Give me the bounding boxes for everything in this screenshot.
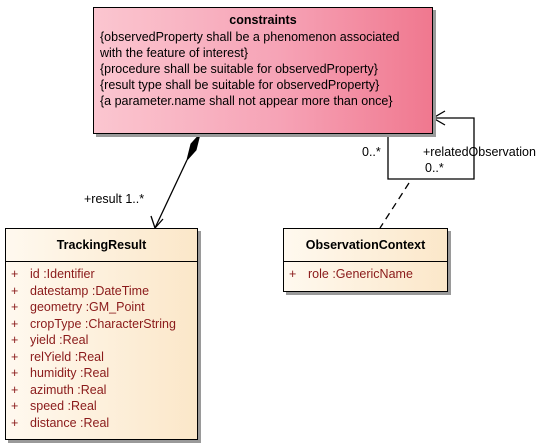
visibility-marker: + [11,267,19,281]
tracking-result-class[interactable]: TrackingResult + id :Identifier + datestam… [5,228,198,440]
self-association-multiplicity: 0..* [362,145,381,159]
attribute-list: + id :Identifier + datestamp :DateTime + ge… [6,262,197,431]
attribute-row: + humidity :Real [6,365,197,382]
attribute-row: + geometry :GM_Point [6,299,197,316]
visibility-marker: + [11,382,19,397]
constraint-line: with the feature of interest} [100,46,249,60]
visibility-marker: + [11,366,19,380]
visibility-marker: + [11,283,19,298]
attribute-text: yield :Real [30,333,89,347]
attribute-row: + distance :Real [6,415,197,432]
attribute-text: humidity :Real [30,366,110,380]
constraints-title: constraints [229,13,297,27]
attribute-text: azimuth :Real [30,382,107,397]
composition-diamond [186,133,201,161]
attribute-text: datestamp :DateTime [30,283,150,298]
attribute-row: + cropType :CharacterString [6,316,197,333]
attribute-row: + datestamp :DateTime [6,283,197,300]
attribute-text: role :GenericName [308,267,413,281]
attribute-text: distance :Real [30,415,110,430]
visibility-marker: + [11,300,19,314]
visibility-marker: + [289,267,297,281]
observation-context-class[interactable]: ObservationContext + role :GenericName [283,228,448,292]
attribute-row: + id :Identifier [6,266,197,283]
result-arrowhead [150,215,164,230]
constraint-line: {procedure shall be suitable for observe… [100,62,378,76]
attribute-list: + role :GenericName [284,262,447,283]
visibility-marker: + [11,349,19,364]
result-role-label: +result 1..* [84,192,145,206]
attribute-text: cropType :CharacterString [30,316,176,331]
related-observation-line [387,117,475,180]
class-name: TrackingResult [6,229,197,262]
attribute-row: + role :GenericName [284,266,447,283]
association-class-dashed-line [379,182,410,229]
class-name: ObservationContext [284,229,447,262]
attribute-text: geometry :GM_Point [30,300,145,314]
attribute-text: speed :Real [30,399,97,413]
attribute-row: + azimuth :Real [6,382,197,399]
visibility-marker: + [11,399,19,413]
related-observation-arrowhead [431,110,446,126]
related-observation-role-label: +relatedObservation [423,145,536,159]
visibility-marker: + [11,316,19,331]
visibility-marker: + [11,415,19,430]
attribute-text: id :Identifier [30,267,95,281]
constraint-line: {observedProperty shall be a phenomenon … [100,30,400,44]
constraints-note[interactable]: constraints {observedProperty shall be a… [93,7,433,134]
visibility-marker: + [11,333,19,347]
attribute-row: + relYield :Real [6,349,197,366]
constraint-line: {a parameter.name shall not appear more … [100,94,393,108]
related-observation-multiplicity: 0..* [425,161,444,175]
result-association-line [154,159,188,229]
attribute-row: + yield :Real [6,332,197,349]
constraint-line: {result type shall be suitable for obser… [100,78,380,92]
attribute-text: relYield :Real [30,349,104,364]
attribute-row: + speed :Real [6,398,197,415]
